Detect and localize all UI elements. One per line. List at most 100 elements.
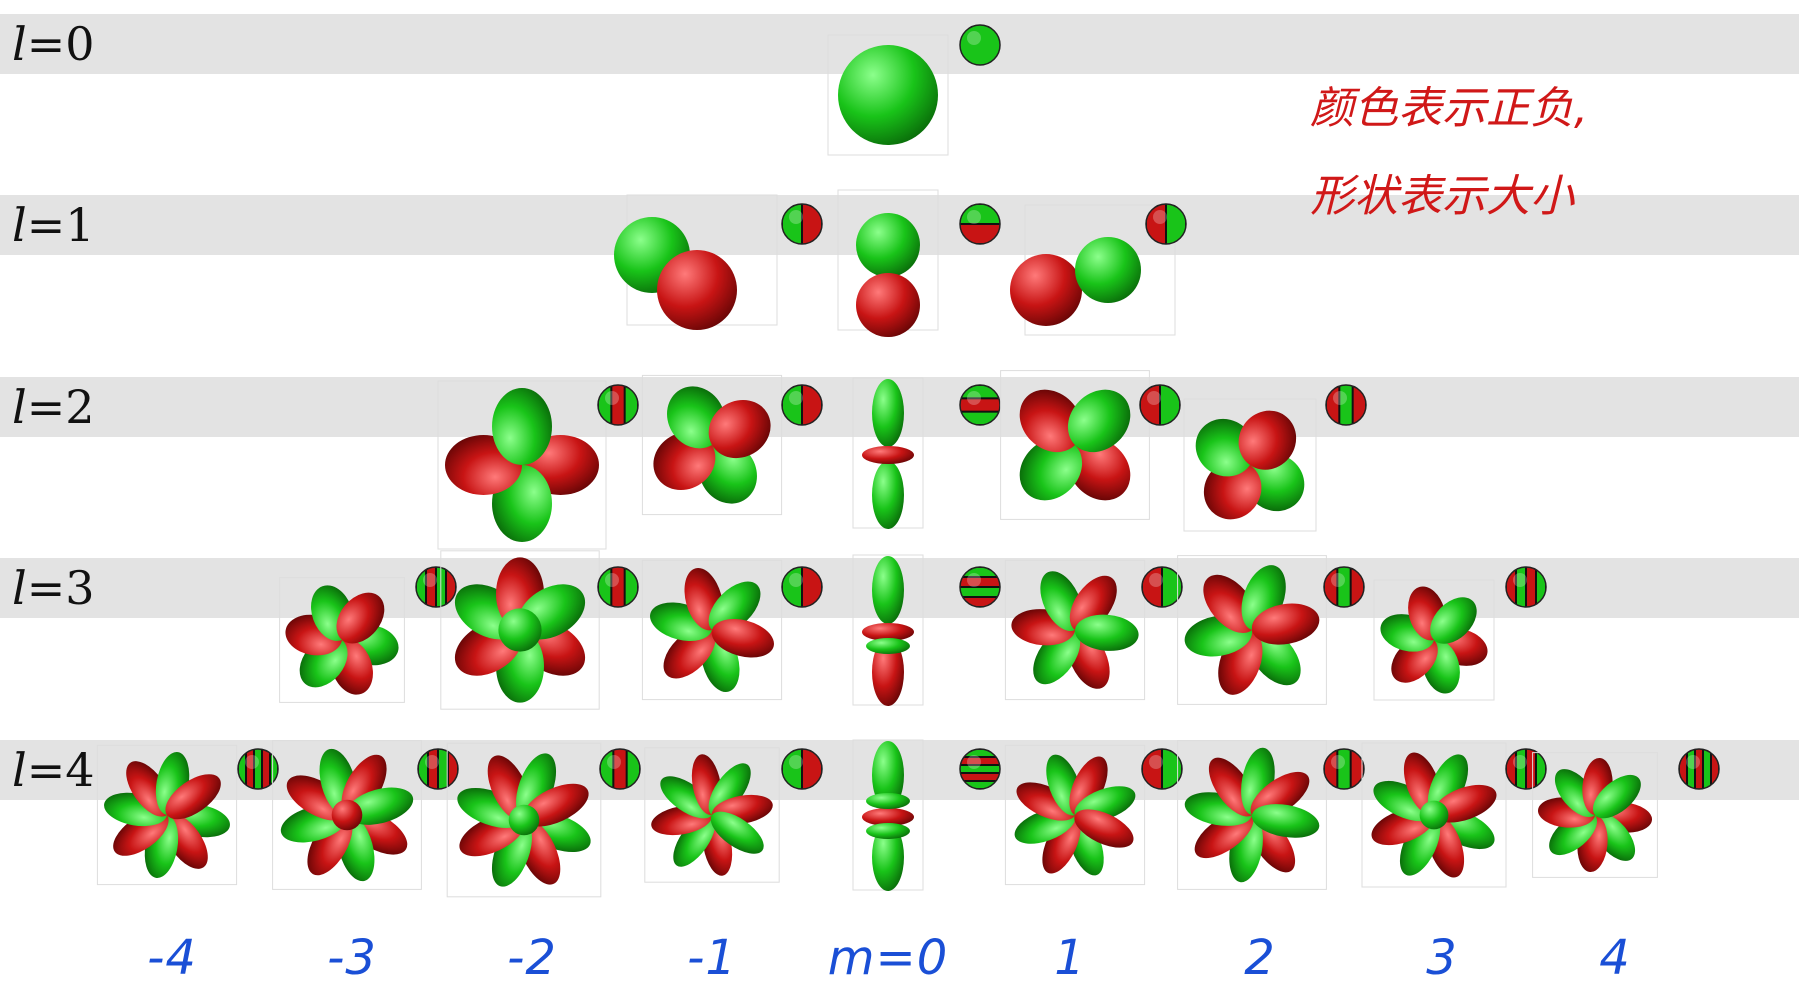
axis-box [96, 744, 238, 886]
negative-lobe [286, 775, 349, 821]
negative-lobe [872, 638, 904, 706]
negative-lobe [1074, 809, 1134, 848]
harmonic-l4-m-4 [96, 744, 238, 886]
sphere-thumbnail [1141, 566, 1183, 608]
harmonic-l3-m2 [1177, 555, 1327, 705]
l-value: =3 [26, 561, 95, 615]
negative-lobe [307, 813, 353, 876]
center-lobe [498, 608, 542, 652]
axis-box [440, 550, 600, 710]
positive-lobe [1075, 237, 1141, 303]
l-value: =1 [26, 198, 95, 252]
axis-box [279, 577, 405, 703]
axis-box [1373, 579, 1495, 701]
positive-lobe [856, 213, 920, 277]
positive-lobe [1074, 614, 1139, 651]
harmonic-l4-m3 [1361, 742, 1507, 888]
harmonic-l2-m-2 [437, 380, 607, 550]
negative-lobe [1019, 389, 1083, 453]
positive-lobe [1067, 389, 1131, 453]
sphere-thumbnail [959, 203, 1001, 245]
harmonic-l3-m-2 [440, 550, 600, 710]
sphere-thumbnail [781, 566, 823, 608]
l-symbol: l [12, 561, 27, 615]
negative-lobe [856, 273, 920, 337]
sphere-thumbnail [781, 384, 823, 426]
harmonic-l0-m0 [827, 34, 949, 156]
axis-box [641, 374, 783, 516]
sphere-thumbnail [237, 748, 279, 790]
axis-box [446, 742, 602, 898]
positive-lobe [872, 556, 904, 624]
negative-lobe [523, 783, 589, 827]
axis-box [1004, 559, 1146, 701]
l-symbol: l [12, 17, 27, 71]
sphere-thumbnail [1323, 748, 1365, 790]
axis-box [1177, 555, 1327, 705]
harmonic-l4-m0 [852, 739, 924, 891]
positive-lobe [1019, 437, 1083, 501]
negative-lobe [862, 446, 914, 464]
harmonic-l4-m-3 [272, 740, 422, 890]
row-label-l1: l=1 [12, 195, 95, 255]
l-symbol: l [12, 198, 27, 252]
axis-box [1361, 742, 1507, 888]
axis-box [272, 740, 422, 890]
harmonic-l1-m-1 [614, 194, 778, 330]
harmonic-l1-m1 [1010, 204, 1176, 336]
l-value: =4 [26, 743, 95, 797]
positive-lobe [872, 379, 904, 447]
sphere-thumbnail [959, 384, 1001, 426]
negative-lobe [657, 250, 737, 330]
negative-lobe [165, 774, 221, 820]
harmonic-l2-m-1 [641, 374, 783, 516]
positive-lobe [492, 388, 552, 465]
sphere-thumbnail [1678, 748, 1720, 790]
harmonic-l4-m-2 [446, 742, 602, 898]
positive-lobe [346, 787, 414, 825]
harmonic-l4-m-1 [644, 747, 780, 883]
harmonic-l4-m2 [1177, 740, 1327, 890]
axis-box [1004, 744, 1146, 886]
negative-lobe [1067, 437, 1131, 501]
l-symbol: l [12, 743, 27, 797]
negative-lobe [1010, 254, 1082, 326]
sphere-thumbnail [1325, 384, 1367, 426]
row-label-l0: l=0 [12, 14, 95, 74]
m-label: 3 [1426, 930, 1458, 986]
positive-lobe [1399, 814, 1441, 876]
harmonic-l3-m0 [852, 554, 924, 706]
sphere-thumbnail [781, 748, 823, 790]
positive-lobe [866, 638, 910, 654]
positive-lobe [1251, 804, 1320, 838]
positive-lobe [660, 776, 714, 819]
positive-lobe [872, 741, 904, 809]
axis-box [1532, 752, 1658, 878]
positive-lobe [1373, 780, 1435, 822]
harmonic-l4-m4 [1532, 752, 1658, 878]
center-lobe [1419, 800, 1449, 830]
axis-box [1000, 370, 1150, 520]
annotation-line-1: 颜色表示正负, [1310, 83, 1588, 134]
harmonic-l1-m0 [837, 189, 939, 337]
center-lobe [508, 804, 540, 836]
sphere-thumbnail [959, 566, 1001, 608]
harmonic-l3-m1 [1004, 559, 1146, 701]
m-label: -3 [327, 930, 377, 986]
axis-box [827, 34, 949, 156]
negative-lobe [1251, 603, 1320, 645]
negative-lobe [336, 592, 385, 644]
sphere-thumbnail [781, 203, 823, 245]
sphere-thumbnail [959, 24, 1001, 66]
row-label-l4: l=4 [12, 740, 95, 800]
sphere-thumbnail [415, 566, 457, 608]
harmonic-l3-m3 [1373, 579, 1495, 701]
positive-lobe [1592, 774, 1641, 819]
positive-lobe [708, 763, 751, 817]
negative-lobe [1016, 782, 1076, 821]
row-label-l3: l=3 [12, 558, 95, 618]
m-label: 1 [1054, 930, 1086, 986]
negative-lobe [862, 623, 914, 641]
negative-lobe [1238, 410, 1297, 470]
m-label: 2 [1244, 930, 1276, 986]
